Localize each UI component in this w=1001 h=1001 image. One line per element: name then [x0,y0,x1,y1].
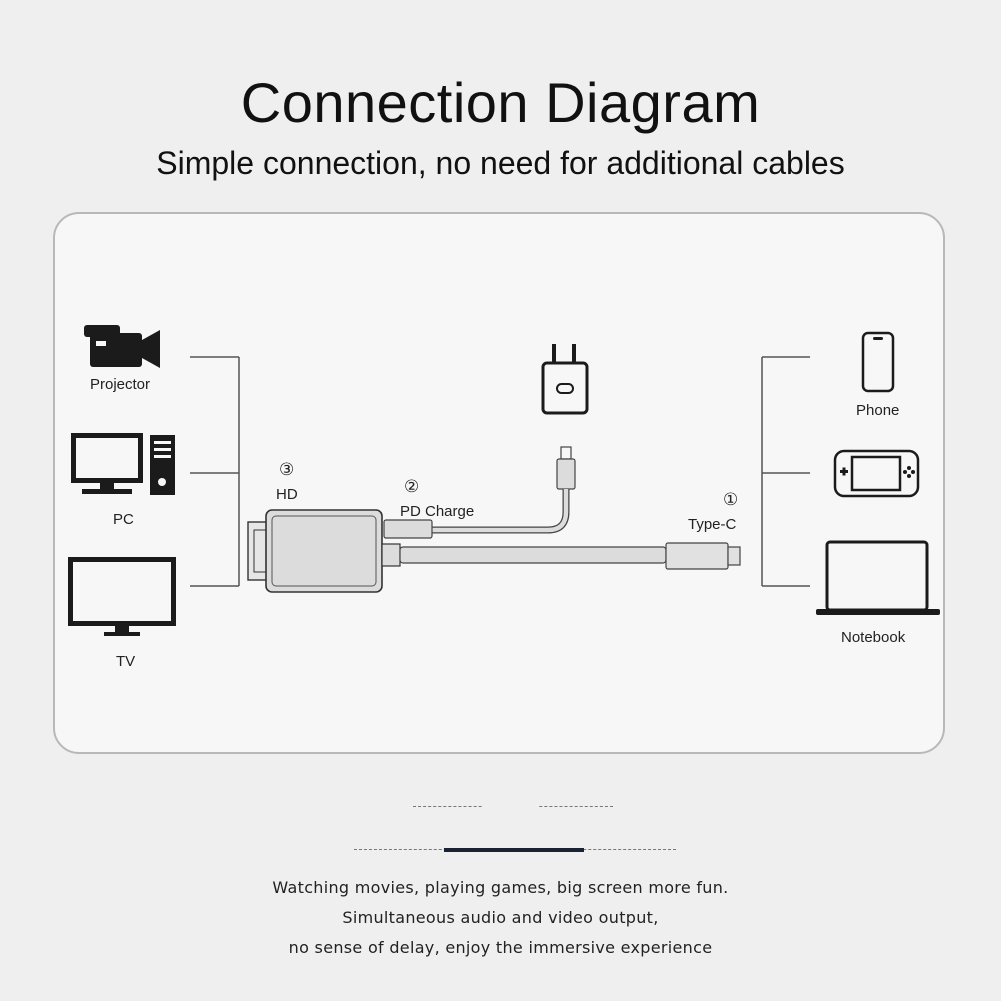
hdmi-port-label: HD [276,486,298,503]
page-subtitle: Simple connection, no need for additiona… [156,145,845,181]
tv-label: TV [116,653,136,670]
footer-line-1: Watching movies, playing games, big scre… [272,878,729,897]
page-title: Connection Diagram [240,71,761,134]
type-c-port-label: Type-C [688,516,737,533]
divider-bottom [354,848,676,852]
phone-label: Phone [856,402,900,419]
hdmi-port-number: ③ [279,460,295,479]
pc-icon [71,433,175,495]
game-console-icon [833,449,920,498]
type-c-cable [399,542,741,570]
projector-label: Projector [90,376,151,393]
pd-port-number: ② [404,477,420,496]
diagram-panel [53,212,945,754]
divider-top [413,804,613,810]
footer-line-2: Simultaneous audio and video output, [342,908,659,927]
right-bracket [761,356,810,587]
pd-charge-cable [383,446,576,539]
type-c-port-number: ① [723,490,739,509]
charger-icon [541,344,589,415]
tv-icon [68,557,176,636]
notebook-label: Notebook [841,629,906,646]
phone-icon [861,331,895,393]
footer-line-3: no sense of delay, enjoy the immersive e… [288,938,713,957]
hdmi-adapter [247,509,401,593]
pc-label: PC [113,511,134,528]
projector-icon [84,325,160,368]
left-bracket [190,356,240,587]
notebook-icon [816,540,940,615]
pd-port-label: PD Charge [400,503,475,520]
